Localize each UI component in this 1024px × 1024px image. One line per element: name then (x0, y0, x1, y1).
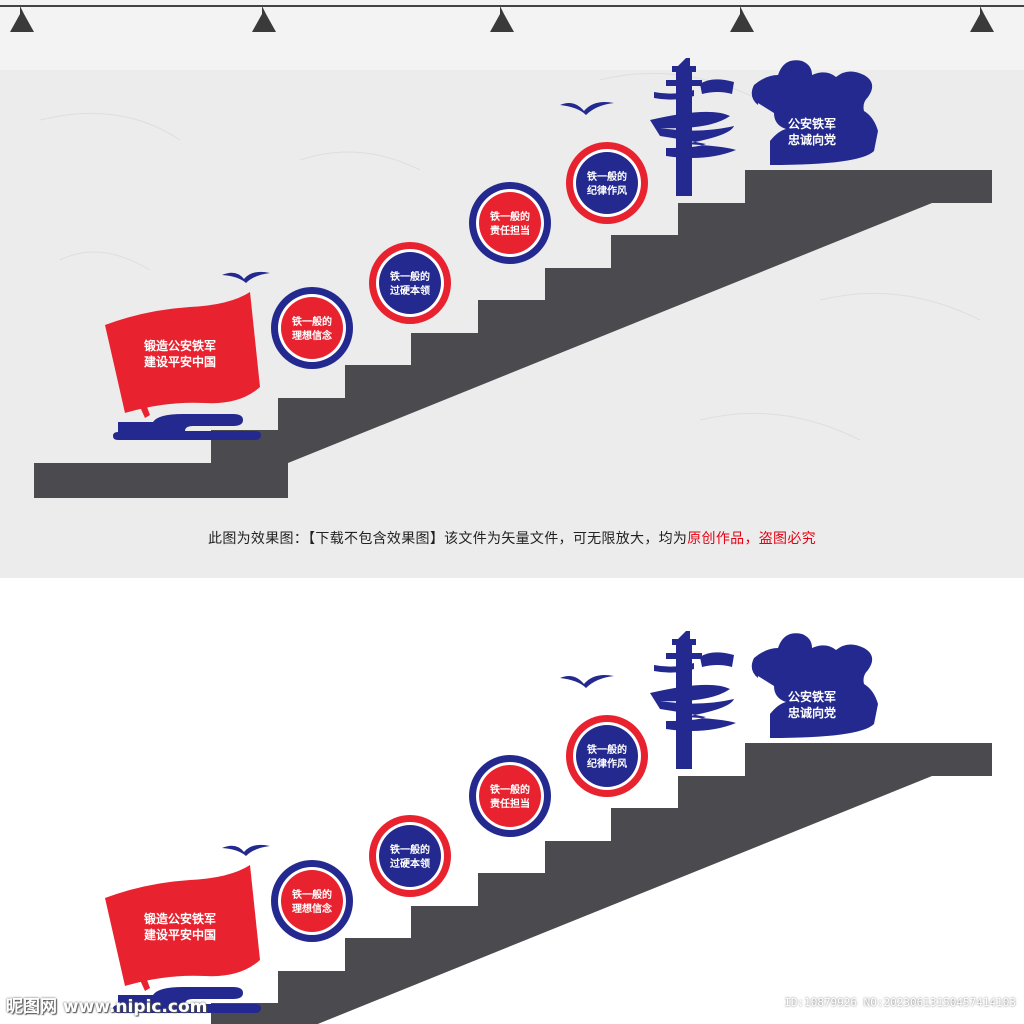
pillar-arm (654, 663, 694, 673)
staircase (34, 170, 992, 498)
badge-text: 铁一般的 (292, 888, 332, 901)
badge-core (479, 192, 541, 254)
badge-text: 铁一般的 (490, 783, 530, 796)
staircase (211, 743, 992, 1024)
scene-group: 锻造公安铁军建设平安中国铁一般的理想信念铁一般的过硬本领铁一般的责任担当铁一般的… (105, 631, 992, 1024)
id-watermark: ID:10879926 NO:20230613150457414103 (784, 996, 1016, 1009)
staircase-scene-top: 锻造公安铁军建设平安中国铁一般的理想信念铁一般的过硬本领铁一般的责任担当铁一般的… (34, 58, 992, 498)
caption-prefix: 此图为效果图：【下载不包含效果图】该文件为矢量文件，可无限放大，均为 (208, 531, 688, 547)
flag-text: 建设平安中国 (143, 927, 216, 942)
bird-icon (560, 102, 614, 115)
caption-sep: ， (744, 531, 759, 547)
bird-icon (222, 844, 270, 856)
pillar-arm (654, 90, 694, 100)
bird-icon (222, 271, 270, 283)
soldier-text: 公安铁军 (788, 116, 836, 131)
cloud-icon (113, 414, 261, 440)
cloud-band (650, 684, 736, 731)
flag-text: 建设平安中国 (143, 354, 216, 369)
badge-text: 纪律作风 (587, 184, 627, 197)
staircase-scene-bottom: 锻造公安铁军建设平安中国铁一般的理想信念铁一般的过硬本领铁一般的责任担当铁一般的… (105, 631, 992, 1024)
cloud-icon (113, 987, 261, 1013)
flag-text: 锻造公安铁军 (144, 338, 216, 353)
red-flag (105, 292, 260, 413)
soldier-text: 公安铁军 (788, 689, 836, 704)
badge-core (281, 297, 343, 359)
badge-text: 铁一般的 (490, 210, 530, 223)
badge-text: 铁一般的 (390, 270, 430, 283)
bottom-preview-panel: 锻造公安铁军建设平安中国铁一般的理想信念铁一般的过硬本领铁一般的责任担当铁一般的… (0, 578, 1024, 1024)
badge-text: 铁一般的 (390, 843, 430, 856)
badge-core (576, 725, 638, 787)
cloud-band (650, 111, 736, 158)
soldier-text: 忠诚向党 (788, 705, 836, 720)
badge-text: 过硬本领 (390, 284, 430, 297)
site-watermark: 昵图网 www.nipic.com (6, 997, 208, 1017)
badge-text: 责任担当 (490, 224, 530, 237)
badge-text: 理想信念 (292, 902, 332, 915)
pillar-wing (700, 79, 734, 94)
soldier-text: 忠诚向党 (788, 132, 836, 147)
top-preview-panel: 锻造公安铁军建设平安中国铁一般的理想信念铁一般的过硬本领铁一般的责任担当铁一般的… (0, 0, 1024, 578)
badge-text: 责任担当 (490, 797, 530, 810)
soldiers-icon (751, 60, 878, 165)
badge-core (379, 252, 441, 314)
bird-icon (560, 675, 614, 688)
badge-text: 铁一般的 (292, 315, 332, 328)
badge-text: 纪律作风 (587, 757, 627, 770)
badge-text: 过硬本领 (390, 857, 430, 870)
badge-text: 铁一般的 (587, 743, 627, 756)
badge-core (281, 870, 343, 932)
red-flag (105, 865, 260, 986)
ceiling-lamps (10, 6, 994, 32)
badge-text: 理想信念 (292, 329, 332, 342)
badge-core (379, 825, 441, 887)
soldiers-icon (751, 633, 878, 738)
scene-group: 锻造公安铁军建设平安中国铁一般的理想信念铁一般的过硬本领铁一般的责任担当铁一般的… (34, 58, 992, 498)
caption: 此图为效果图：【下载不包含效果图】该文件为矢量文件，可无限放大，均为原创作品，盗… (0, 528, 1024, 548)
pillar-wing (700, 652, 734, 667)
caption-original: 原创作品 (687, 531, 745, 547)
badge-core (576, 152, 638, 214)
flag-text: 锻造公安铁军 (144, 911, 216, 926)
badge-core (479, 765, 541, 827)
badge-text: 铁一般的 (587, 170, 627, 183)
caption-warning: 盗图必究 (758, 531, 816, 547)
